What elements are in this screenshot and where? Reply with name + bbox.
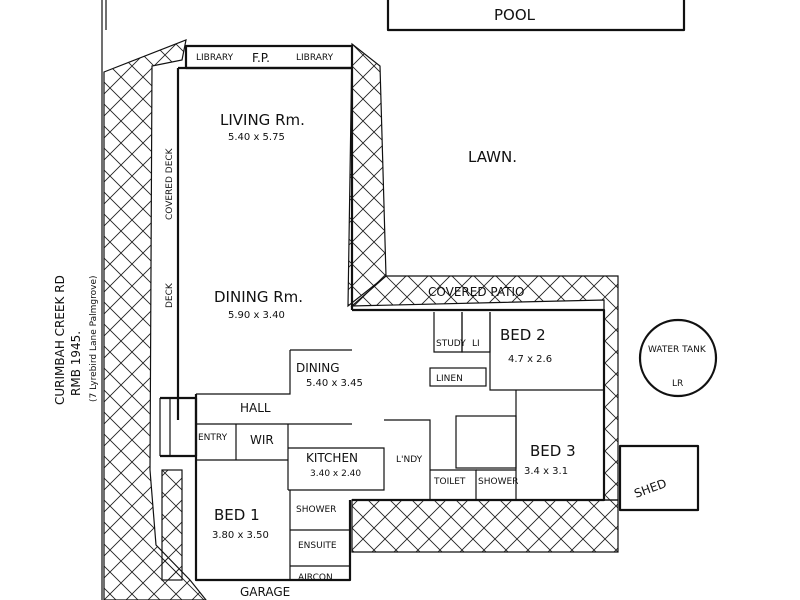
bed-1: BED 1 3.80 x 3.50 xyxy=(212,506,269,541)
road-name: CURIMBAH CREEK RD xyxy=(53,275,67,405)
toilet-label: TOILET xyxy=(433,477,466,487)
laundry-label: L'NDY xyxy=(396,455,423,465)
bed-3-dims: 3.4 x 3.1 xyxy=(524,466,568,477)
bed-2-name: BED 2 xyxy=(500,326,546,344)
study-label: STUDY xyxy=(436,339,466,349)
kitchen-name: KITCHEN xyxy=(306,451,358,465)
library-right-label: LIBRARY xyxy=(296,53,334,63)
shower-bath-label: SHOWER xyxy=(478,477,518,487)
water-tank-note: LR xyxy=(672,379,683,389)
living-room-dims: 5.40 x 5.75 xyxy=(228,132,285,143)
fireplace-label: F.P. xyxy=(252,51,270,65)
garden-bed-living-right xyxy=(347,42,387,308)
garden-bed-bed1 xyxy=(161,469,183,581)
garden-bed-bottom xyxy=(351,499,619,553)
road-rmb: RMB 1945. xyxy=(69,331,83,396)
bed-3-name: BED 3 xyxy=(530,442,576,460)
lawn-label: LAWN. xyxy=(468,148,517,166)
water-tank-label: WATER TANK xyxy=(648,345,707,355)
covered-deck-label: COVERED DECK xyxy=(165,147,175,220)
hall-label: HALL xyxy=(240,401,271,415)
garage-label: GARAGE xyxy=(240,585,290,599)
kitchen-dims: 3.40 x 2.40 xyxy=(310,469,361,479)
dining-room: DINING Rm. 5.90 x 3.40 xyxy=(214,288,303,321)
linen-small-label: LI xyxy=(472,339,480,349)
shed-label: SHED xyxy=(632,476,668,501)
living-room-name: LIVING Rm. xyxy=(220,111,305,129)
water-tank: WATER TANK LR xyxy=(638,318,718,398)
dining-name: DINING xyxy=(296,361,340,375)
entry-label: ENTRY xyxy=(198,433,228,443)
road-text: CURIMBAH CREEK RD RMB 1945. (7 Lyrebird … xyxy=(53,275,99,405)
linen-label: LINEN xyxy=(436,374,463,384)
pool: POOL xyxy=(386,0,686,32)
wir-label: WIR xyxy=(250,433,274,447)
bed-1-name: BED 1 xyxy=(214,506,260,524)
library-left-label: LIBRARY xyxy=(196,53,234,63)
dining: DINING 5.40 x 3.45 xyxy=(296,361,363,389)
ensuite-label: ENSUITE xyxy=(298,541,337,551)
aircon-label: AIRCON xyxy=(298,573,333,583)
shower-label: SHOWER xyxy=(296,505,336,515)
road-note: (7 Lyrebird Lane Palmgrove) xyxy=(89,275,99,402)
pool-label: POOL xyxy=(494,6,536,24)
hatched-garden-beds xyxy=(103,39,619,600)
shed: SHED xyxy=(618,444,700,512)
bed-2-dims: 4.7 x 2.6 xyxy=(508,354,552,365)
living-room: LIVING Rm. 5.40 x 5.75 xyxy=(220,111,305,143)
bed-1-dims: 3.80 x 3.50 xyxy=(212,530,269,541)
house-walls xyxy=(159,44,606,582)
dining-room-dims: 5.90 x 3.40 xyxy=(228,310,285,321)
covered-patio-label: COVERED PATIO xyxy=(428,285,524,299)
bed-3: BED 3 3.4 x 3.1 xyxy=(524,442,576,477)
garden-bed-left xyxy=(103,39,207,600)
deck-label: DECK xyxy=(165,282,175,308)
bed-2: BED 2 4.7 x 2.6 xyxy=(500,326,552,365)
kitchen: KITCHEN 3.40 x 2.40 xyxy=(306,451,361,479)
dining-room-name: DINING Rm. xyxy=(214,288,303,306)
dining-dims: 5.40 x 3.45 xyxy=(306,378,363,389)
